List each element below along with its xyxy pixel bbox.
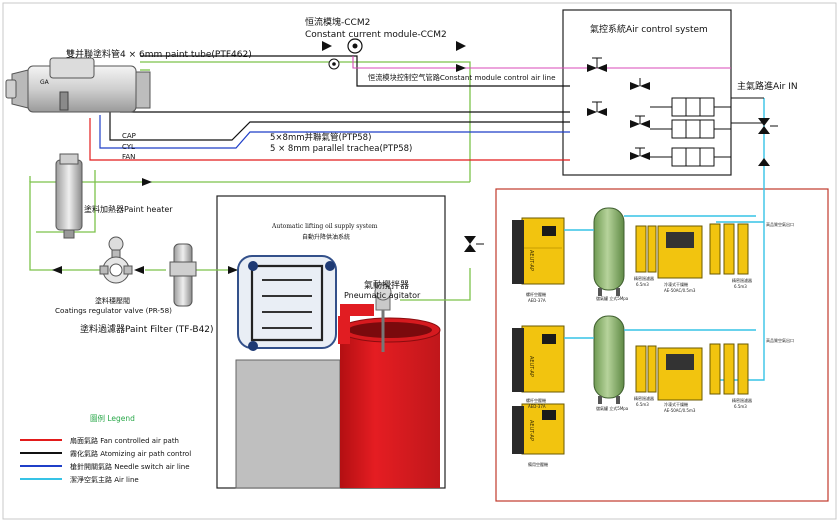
cap-line-return bbox=[109, 112, 570, 141]
legend-item-fan: 扇面氣路 Fan controlled air path bbox=[70, 436, 179, 445]
legend-item-air: 潔淨空氣主路 Air line bbox=[70, 475, 139, 484]
compressor-1-model: AED-37A bbox=[528, 298, 546, 303]
dryer-1 bbox=[657, 225, 703, 279]
paint-tube-label: 雙并聯塗料管4 × 6mm paint tube(PTF462) bbox=[66, 48, 252, 60]
air-tank-2 bbox=[593, 315, 625, 404]
compressor-2-brand: AEUT-AP bbox=[528, 356, 534, 377]
regulator-valve bbox=[99, 236, 133, 284]
prefilter-1-label: 精密過濾器 bbox=[634, 275, 654, 281]
trachea-label-cn: 5×8mm并聯氣管(PTP58) bbox=[270, 132, 371, 143]
dryer-1-name: 冷凍式干燥機 bbox=[664, 281, 688, 287]
legend-item-needle: 槍針開關氣路 Needle switch air line bbox=[70, 462, 190, 471]
diaphragm-pump bbox=[235, 255, 341, 489]
compressor-1-brand: AEUT-AP bbox=[528, 250, 534, 271]
paint-filter-label: 塗料過濾器Paint Filter (TF-B42) bbox=[80, 323, 214, 335]
prefilter-2-label: 精密過濾器 bbox=[634, 395, 654, 401]
trachea-label-en: 5 × 8mm parallel trachea(PTP58) bbox=[270, 144, 412, 154]
fan-line bbox=[89, 118, 570, 161]
control-valve-4 bbox=[630, 115, 650, 128]
postfilter-1-spec: 6.5m3 bbox=[734, 284, 747, 289]
cyl-label: CYL bbox=[122, 143, 135, 151]
prefilter-2-spec: 6.5m3 bbox=[636, 402, 649, 407]
ccm-control-line-label: 恒流模块控制空气管路Constant module control air li… bbox=[368, 73, 556, 82]
compressor-1 bbox=[512, 217, 565, 285]
agitator-label-en: Pneumatic agitator bbox=[344, 291, 421, 300]
control-valve-5 bbox=[630, 147, 650, 160]
outlet-label-1: 高品質空氣出口 bbox=[766, 221, 794, 227]
tank-2-label: 儲氣罐 立式5Mpa bbox=[596, 405, 629, 411]
legend-title: 圖例 Legend bbox=[90, 413, 135, 423]
ccm-title-en: Constant current module-CCM2 bbox=[305, 30, 447, 40]
prefilter-1-spec: 6.5m3 bbox=[636, 282, 649, 287]
supply-title-cn: 自動升降供油系統 bbox=[302, 233, 350, 241]
cyl-line bbox=[99, 115, 570, 149]
solenoid-block bbox=[650, 97, 731, 167]
standby-compressor-name: 備用空壓機 bbox=[528, 461, 548, 467]
agitator-label-cn: 氣動攪拌器 bbox=[364, 279, 409, 291]
spray-gun: GA bbox=[5, 57, 151, 113]
regulator-label-cn: 塗料穩壓閥 bbox=[95, 296, 130, 305]
compressor-standby bbox=[512, 403, 565, 455]
paint-heater bbox=[55, 153, 83, 239]
regulator-label-en: Coatings regulator valve (PR-58) bbox=[55, 306, 172, 315]
compressor-standby-brand: AEUT-AP bbox=[528, 420, 534, 441]
control-valve-3 bbox=[587, 101, 607, 116]
paint-heater-label: 塗料加熱器Paint heater bbox=[84, 204, 173, 214]
legend-swatches bbox=[20, 439, 62, 480]
cap-label: CAP bbox=[122, 132, 136, 140]
supply-title-en: Automatic lifting oil supply system bbox=[271, 223, 378, 230]
dryer-2-model: AE-50AC/0.5m3 bbox=[664, 408, 696, 413]
postfilter-2-label: 精密過濾器 bbox=[732, 397, 752, 403]
svg-text:GA: GA bbox=[40, 79, 50, 86]
ccm-valve bbox=[328, 38, 363, 70]
postfilter-1-label: 精密過濾器 bbox=[732, 277, 752, 283]
compressor-1-name: 螺杆空壓機 bbox=[526, 291, 546, 297]
dryer-1-model: AE-50AC/0.5m3 bbox=[664, 288, 696, 293]
legend-item-atomizing: 霧化氣路 Atomizing air path control bbox=[70, 449, 191, 458]
compressor-2 bbox=[512, 325, 565, 393]
paint-line-valve bbox=[464, 236, 484, 252]
tank-1-label: 儲氣罐 立式5Mpa bbox=[596, 295, 629, 301]
control-valve-1 bbox=[587, 57, 607, 72]
ccm-title-cn: 恒流模塊-CCM2 bbox=[305, 16, 370, 28]
inlet-valve bbox=[758, 118, 778, 166]
ccm-tube-upper bbox=[140, 55, 570, 87]
air-in-label: 主氣路進Air IN bbox=[737, 80, 798, 92]
room-air-lines bbox=[564, 215, 756, 339]
air-control-title: 氣控系統Air control system bbox=[590, 23, 708, 35]
compressor-2-model: AED-37A bbox=[528, 404, 546, 409]
outlet-label-2: 高品質空氣出口 bbox=[766, 337, 794, 343]
dryer-2-name: 冷凍式干燥機 bbox=[664, 401, 688, 407]
air-tank-1 bbox=[593, 207, 625, 296]
agitator-bucket bbox=[338, 283, 441, 488]
dryer-2 bbox=[657, 347, 703, 401]
flow-arrows bbox=[52, 41, 466, 274]
control-valve-2 bbox=[630, 78, 650, 90]
compressor-2-name: 螺杆空壓機 bbox=[526, 397, 546, 403]
precision-filters bbox=[635, 223, 749, 395]
paint-filter bbox=[169, 243, 197, 307]
fan-label: FAN bbox=[122, 153, 135, 161]
postfilter-2-spec: 6.5m3 bbox=[734, 404, 747, 409]
